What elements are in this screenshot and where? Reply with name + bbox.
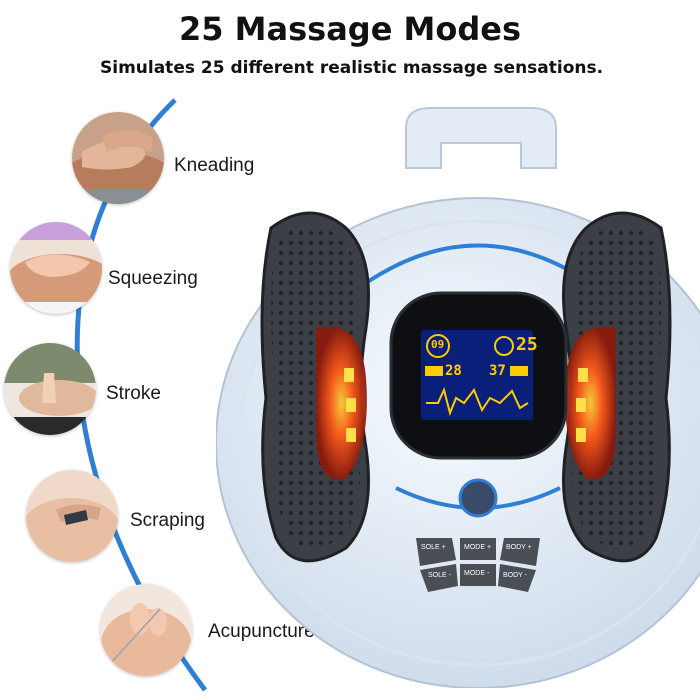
mode-label-kneading: Kneading [174, 155, 255, 176]
body-minus-button[interactable]: BODY - [503, 572, 527, 579]
right-foot-pad [562, 211, 672, 563]
stroke-photo [4, 343, 96, 435]
mode-label-squeezing: Squeezing [108, 268, 198, 289]
lcd-mode-number: 09 [431, 338, 445, 351]
acupuncture-photo [100, 584, 192, 676]
mode-minus-button[interactable]: MODE - [464, 570, 490, 577]
mode-label-acupuncture: Acupuncture [208, 621, 315, 642]
sole-minus-button[interactable]: SOLE - [428, 572, 451, 579]
foot-massager-device: 09 25 28 37 SOLE + MODE + BODY + SOLE - … [215, 98, 700, 689]
left-foot-pad [260, 211, 370, 563]
lcd-timer: 25 [516, 334, 538, 355]
lcd-body-level: 37 [489, 363, 506, 379]
mode-plus-button[interactable]: MODE + [464, 544, 492, 551]
mode-label-stroke: Stroke [106, 383, 161, 404]
sole-plus-button[interactable]: SOLE + [421, 544, 446, 551]
lcd-sole-level: 28 [445, 363, 462, 379]
kneading-photo [72, 112, 164, 204]
squeezing-photo [10, 222, 102, 314]
page-title: 25 Massage Modes [178, 10, 522, 48]
scraping-photo [26, 470, 118, 562]
body-plus-button[interactable]: BODY + [506, 544, 532, 551]
mode-label-scraping: Scraping [130, 510, 205, 531]
page-subtitle: Simulates 25 different realistic massage… [100, 58, 604, 78]
